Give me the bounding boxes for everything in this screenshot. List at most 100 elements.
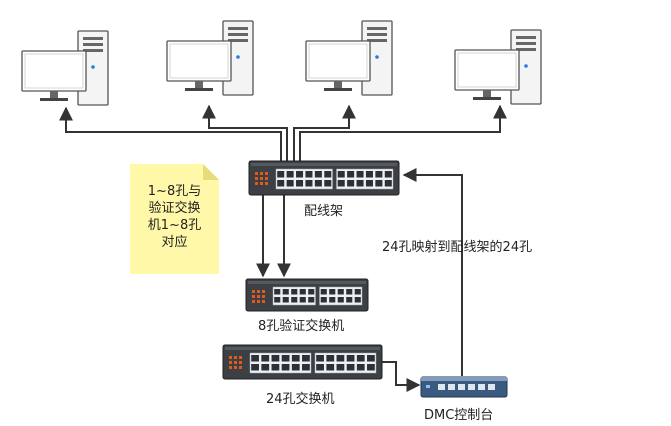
label-switch-24: 24孔交换机 xyxy=(266,392,335,407)
port xyxy=(251,364,259,371)
port xyxy=(302,355,310,362)
status-led xyxy=(257,295,260,298)
sticky-note xyxy=(130,164,219,274)
port xyxy=(281,355,290,362)
verify-links xyxy=(256,194,291,278)
port xyxy=(291,355,300,362)
link-computer-3 xyxy=(293,104,356,162)
port xyxy=(346,297,353,303)
port xyxy=(354,297,361,303)
port xyxy=(336,355,345,362)
port xyxy=(367,364,375,371)
computer-2-icon xyxy=(166,20,254,96)
port xyxy=(305,180,313,187)
port xyxy=(277,180,285,187)
port xyxy=(337,171,345,178)
port xyxy=(375,180,383,187)
port xyxy=(347,171,355,178)
computer-3-icon xyxy=(305,20,393,96)
computer-1-icon xyxy=(21,30,109,106)
port xyxy=(326,364,335,371)
port xyxy=(314,180,322,187)
port xyxy=(302,364,310,371)
port xyxy=(320,289,327,295)
port xyxy=(337,180,345,187)
port xyxy=(365,180,373,187)
port xyxy=(291,364,300,371)
computer-4-icon xyxy=(454,29,542,105)
port xyxy=(468,384,475,390)
status-led xyxy=(252,295,255,298)
port xyxy=(365,171,373,178)
port xyxy=(346,355,355,362)
sticky-note-text: 1~8孔与 验证交换 机1~8孔 对应 xyxy=(147,184,202,250)
port xyxy=(356,355,365,362)
port xyxy=(314,171,322,178)
status-led xyxy=(239,366,242,369)
status-led xyxy=(239,356,242,359)
port xyxy=(277,171,285,178)
port xyxy=(261,364,270,371)
port xyxy=(320,297,327,303)
port xyxy=(251,355,259,362)
port xyxy=(291,289,298,295)
status-led xyxy=(255,172,258,175)
status-led xyxy=(257,290,260,293)
dmc-console xyxy=(420,376,508,398)
port xyxy=(375,171,383,178)
status-led xyxy=(255,182,258,185)
status-led xyxy=(265,177,268,180)
port xyxy=(488,384,495,390)
label-mapping-note: 24孔映射到配线架的24孔 xyxy=(382,240,533,255)
status-led xyxy=(229,356,232,359)
status-led xyxy=(255,177,258,180)
label-verify-switch: 8孔验证交换机 xyxy=(258,319,345,334)
status-led xyxy=(426,385,430,388)
link-dmc-to-panel xyxy=(402,168,463,376)
port xyxy=(384,180,392,187)
port xyxy=(356,364,365,371)
port xyxy=(337,289,344,295)
port xyxy=(271,355,280,362)
port xyxy=(356,171,364,178)
port xyxy=(346,289,353,295)
port xyxy=(356,180,364,187)
label-patch-panel: 配线架 xyxy=(304,204,344,219)
port xyxy=(384,171,392,178)
link-computer-4 xyxy=(299,104,507,162)
port xyxy=(329,297,336,303)
port xyxy=(291,297,298,303)
status-led xyxy=(260,172,263,175)
port xyxy=(308,297,315,303)
port xyxy=(274,297,281,303)
port xyxy=(296,171,304,178)
port xyxy=(324,180,332,187)
port xyxy=(286,171,294,178)
port xyxy=(271,364,280,371)
status-led xyxy=(229,361,232,364)
status-led xyxy=(262,290,265,293)
port xyxy=(458,384,465,390)
port xyxy=(478,384,485,390)
status-led xyxy=(234,356,237,359)
link-computer-1 xyxy=(59,106,282,162)
port xyxy=(308,289,315,295)
status-led xyxy=(234,361,237,364)
link-computer-2 xyxy=(202,104,288,162)
status-led xyxy=(252,290,255,293)
port xyxy=(347,180,355,187)
status-led xyxy=(262,295,265,298)
status-led xyxy=(260,182,263,185)
link-switch-to-dmc xyxy=(380,361,421,392)
port xyxy=(299,289,306,295)
port xyxy=(316,364,324,371)
status-led xyxy=(260,177,263,180)
status-led xyxy=(262,300,265,303)
port xyxy=(337,297,344,303)
port xyxy=(346,364,355,371)
computer-links xyxy=(59,104,507,162)
port xyxy=(296,180,304,187)
port xyxy=(367,355,375,362)
status-led xyxy=(234,366,237,369)
